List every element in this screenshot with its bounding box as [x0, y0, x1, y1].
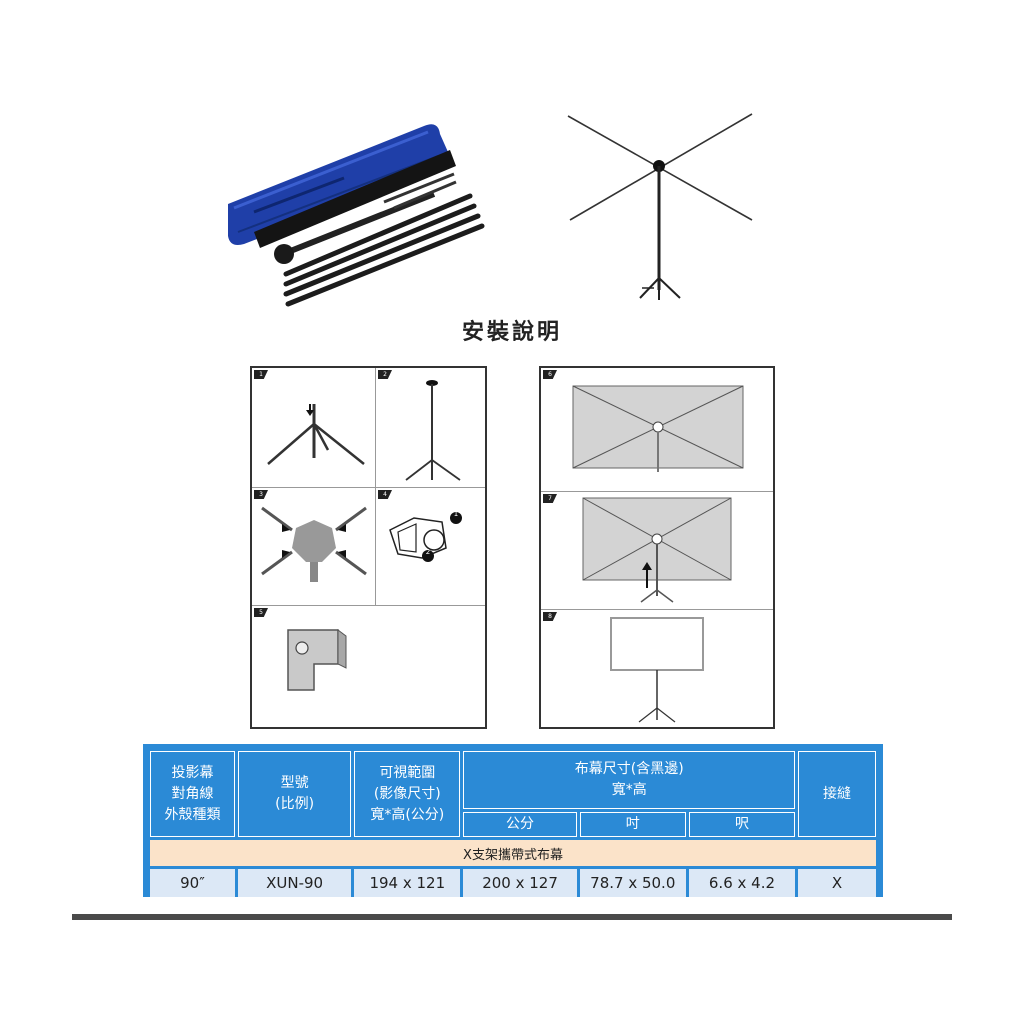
raised-stand-icon — [405, 380, 461, 481]
marker-2: 2 — [425, 548, 431, 556]
step-5-cell: 5 — [252, 606, 485, 727]
table-row: 90″ XUN-90 194 x 121 200 x 127 78.7 x 50… — [150, 869, 876, 897]
step-6-cell: 6 — [541, 368, 773, 492]
step-badge: 8 — [543, 612, 557, 621]
step-badge: 1 — [254, 370, 268, 379]
pole-set-icon — [283, 193, 485, 307]
x-frame-assembled-icon — [567, 113, 753, 300]
cell-view-area: 194 x 121 — [354, 869, 461, 897]
step-8-cell: 8 — [541, 610, 773, 727]
step-7-cell: 7 — [541, 492, 773, 610]
step-1-cell: 1 — [252, 368, 376, 488]
header-unit-cm: 公分 — [463, 812, 577, 837]
step-badge: 7 — [543, 494, 557, 503]
step-3-cell: 3 — [252, 488, 376, 606]
bottom-divider — [72, 914, 952, 920]
screen-complete-icon — [610, 617, 704, 723]
cell-size-cm: 200 x 127 — [463, 869, 577, 897]
marker-1: 1 — [453, 510, 459, 518]
instructions-panel-right: 6 7 8 — [539, 366, 775, 729]
black-case-icon — [254, 150, 456, 248]
cell-diagonal: 90″ — [150, 869, 235, 897]
clamp-detail-icon — [389, 512, 462, 562]
cell-model: XUN-90 — [237, 869, 352, 897]
header-screen-size: 布幕尺寸(含黑邊) 寬*高 — [463, 751, 796, 809]
group-label: X支架攜帶式布幕 — [150, 840, 876, 866]
hub-arms-icon — [261, 506, 367, 582]
header-model: 型號 (比例) — [237, 751, 352, 837]
screen-kit-photo — [228, 124, 485, 307]
header-view-area: 可視範圍 (影像尺寸) 寬*高(公分) — [354, 751, 461, 837]
header-diagonal: 投影幕 對角線 外殼種類 — [150, 751, 235, 837]
screen-raise-icon — [582, 497, 732, 603]
step-badge: 3 — [254, 490, 268, 499]
step-badge: 5 — [254, 608, 268, 617]
step-4-cell: 4 1 2 — [376, 488, 485, 606]
cell-seam: X — [798, 869, 876, 897]
header-unit-feet: 呎 — [688, 812, 796, 837]
header-seam: 接縫 — [798, 751, 876, 837]
cell-size-feet: 6.6 x 4.2 — [688, 869, 796, 897]
screen-attached-icon — [572, 385, 744, 472]
step-2-cell: 2 — [376, 368, 485, 488]
step-badge: 6 — [543, 370, 557, 379]
instructions-panel-left: 1 2 3 — [250, 366, 487, 729]
spec-table: 投影幕 對角線 外殼種類 型號 (比例) 可視範圍 (影像尺寸) 寬*高(公分)… — [143, 744, 883, 897]
step-badge: 4 — [378, 490, 392, 499]
step-badge: 2 — [378, 370, 392, 379]
tripod-stand-icon — [274, 172, 457, 264]
header-unit-inch: 吋 — [579, 812, 686, 837]
corner-bracket-icon — [287, 629, 347, 691]
tripod-step-icon — [267, 404, 365, 465]
cell-size-inch: 78.7 x 50.0 — [579, 869, 686, 897]
instructions-title: 安裝說明 — [461, 320, 562, 345]
carry-bag-icon — [228, 124, 449, 245]
